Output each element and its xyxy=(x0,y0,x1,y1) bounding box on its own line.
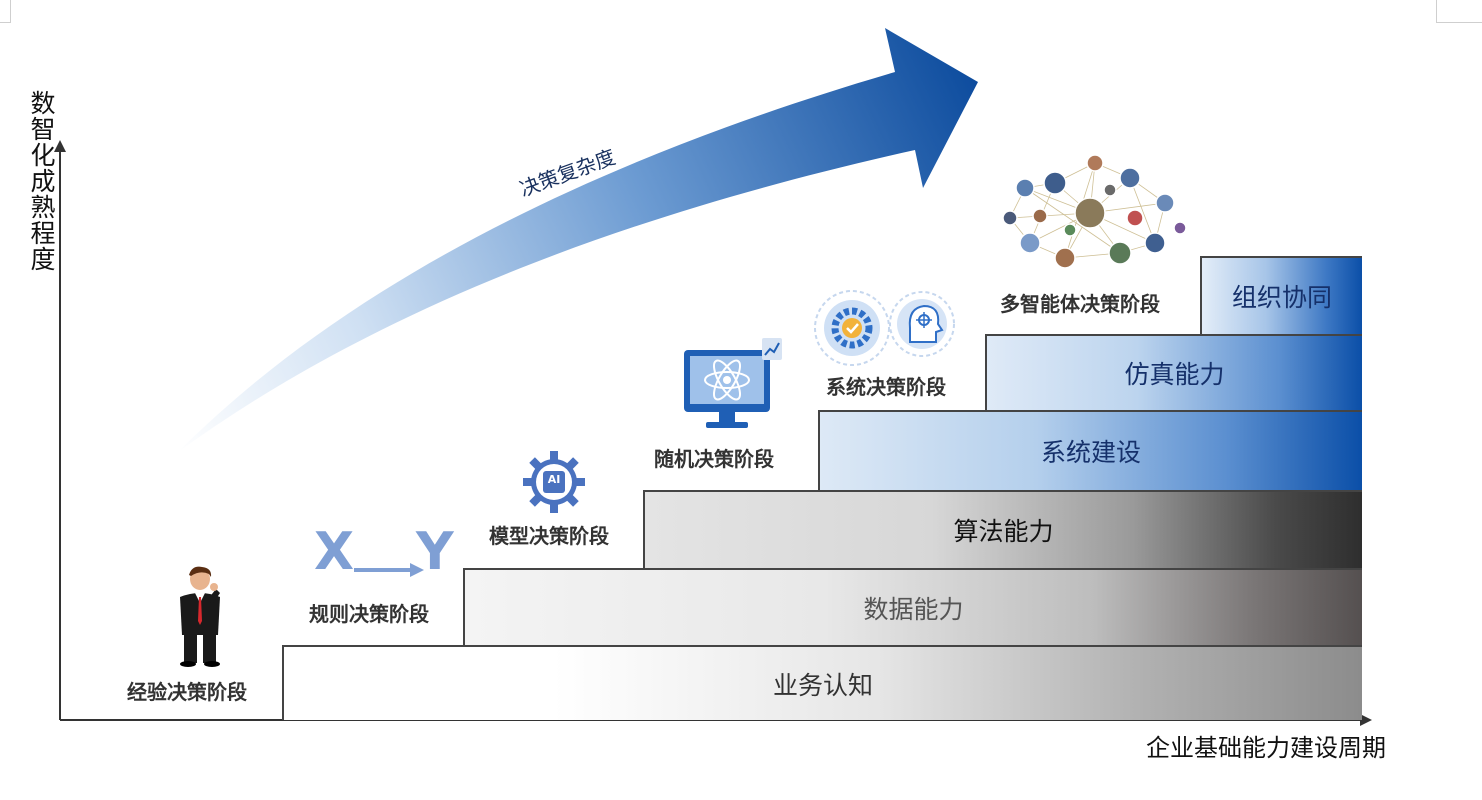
bar-simulation-capability: 仿真能力 xyxy=(985,334,1362,410)
rule-x-letter: X xyxy=(314,522,355,582)
stage-model: 模型决策阶段 xyxy=(489,524,609,548)
complexity-arrow-body xyxy=(178,28,978,452)
bar-label: 仿真能力 xyxy=(1124,360,1225,389)
y-axis-arrowhead xyxy=(54,140,66,152)
bar-system-construction: 系统建设 xyxy=(818,410,1362,490)
bar-label: 算法能力 xyxy=(953,517,1054,546)
bar-label: 组织协同 xyxy=(1231,283,1332,312)
computer-monitor-icon xyxy=(684,338,782,428)
corner-mark-right xyxy=(1436,0,1482,23)
bar-label: 业务认知 xyxy=(772,670,873,700)
x-axis-arrowhead xyxy=(1360,714,1372,726)
y-axis-title: 数智化成熟程度 xyxy=(27,90,56,272)
x-axis-title: 企业基础能力建设周期 xyxy=(1146,734,1386,762)
multi-agent-network-icon xyxy=(1002,154,1187,269)
stage-experience: 经验决策阶段 xyxy=(127,680,247,704)
corner-mark-left xyxy=(0,0,11,23)
rule-y-letter: Y xyxy=(416,522,454,582)
bar-data-capability: 数据能力 xyxy=(463,568,1362,645)
stage-system: 系统决策阶段 xyxy=(826,375,946,399)
bar-label: 系统建设 xyxy=(1040,438,1141,467)
bar-organization-collaboration: 组织协同 xyxy=(1200,256,1362,334)
bar-business-awareness: 业务认知 xyxy=(282,645,1362,720)
rule-arrow-icon xyxy=(354,563,424,577)
bar-label: 数据能力 xyxy=(863,594,964,624)
stage-multi-agent: 多智能体决策阶段 xyxy=(1000,292,1160,316)
stage-rule: 规则决策阶段 xyxy=(309,602,429,626)
ai-chip-label: AI xyxy=(547,473,561,486)
businessman-icon xyxy=(180,566,220,667)
ai-gear-icon: AI xyxy=(522,450,586,514)
brain-head-icon xyxy=(889,291,955,357)
system-gear-icon xyxy=(814,290,890,366)
bar-algorithm-capability: 算法能力 xyxy=(643,490,1362,568)
stage-random: 随机决策阶段 xyxy=(654,447,774,471)
rule-icon: X Y xyxy=(312,522,454,584)
